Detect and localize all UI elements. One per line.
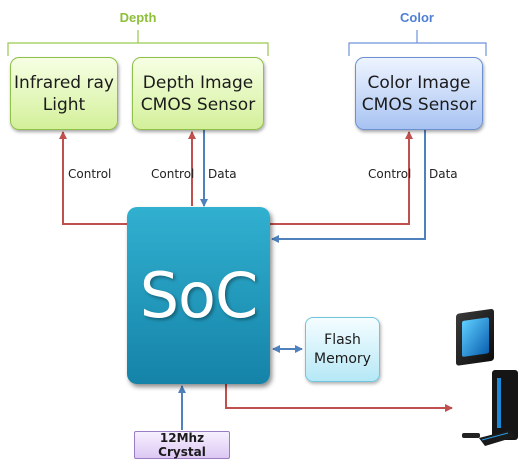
edge-label-control-depth: Control [151, 167, 195, 181]
control-line-computer [225, 383, 453, 412]
crystal-label: 12Mhz Crystal [158, 431, 206, 459]
color-image-sensor-label: Color Image CMOS Sensor [361, 72, 477, 115]
color-group-bracket [348, 30, 487, 56]
color-image-sensor-box: Color Image CMOS Sensor [355, 57, 483, 130]
depth-image-sensor-label: Depth Image CMOS Sensor [140, 72, 256, 115]
edge-label-data-color: Data [429, 167, 458, 181]
flash-memory-label: Flash Memory [314, 331, 371, 367]
depth-group-bracket [7, 30, 269, 56]
infrared-light-label: Infrared ray Light [14, 72, 114, 115]
depth-image-sensor-box: Depth Image CMOS Sensor [132, 57, 264, 130]
edge-label-control-infrared: Control [68, 167, 112, 181]
control-line-color [270, 131, 413, 225]
flash-memory-box: Flash Memory [305, 317, 380, 382]
edge-label-control-color: Control [368, 167, 412, 181]
control-line-infrared [59, 131, 127, 225]
color-group-title: Color [400, 10, 434, 25]
infrared-light-box: Infrared ray Light [10, 57, 118, 130]
soc-box: SoC [127, 207, 270, 384]
crystal-box: 12Mhz Crystal [134, 431, 230, 459]
desktop-computer-icon [456, 308, 518, 446]
depth-group-title: Depth [119, 10, 157, 25]
soc-label: SoC [139, 259, 259, 332]
data-line-color [271, 130, 426, 243]
edge-label-data-depth: Data [208, 167, 237, 181]
